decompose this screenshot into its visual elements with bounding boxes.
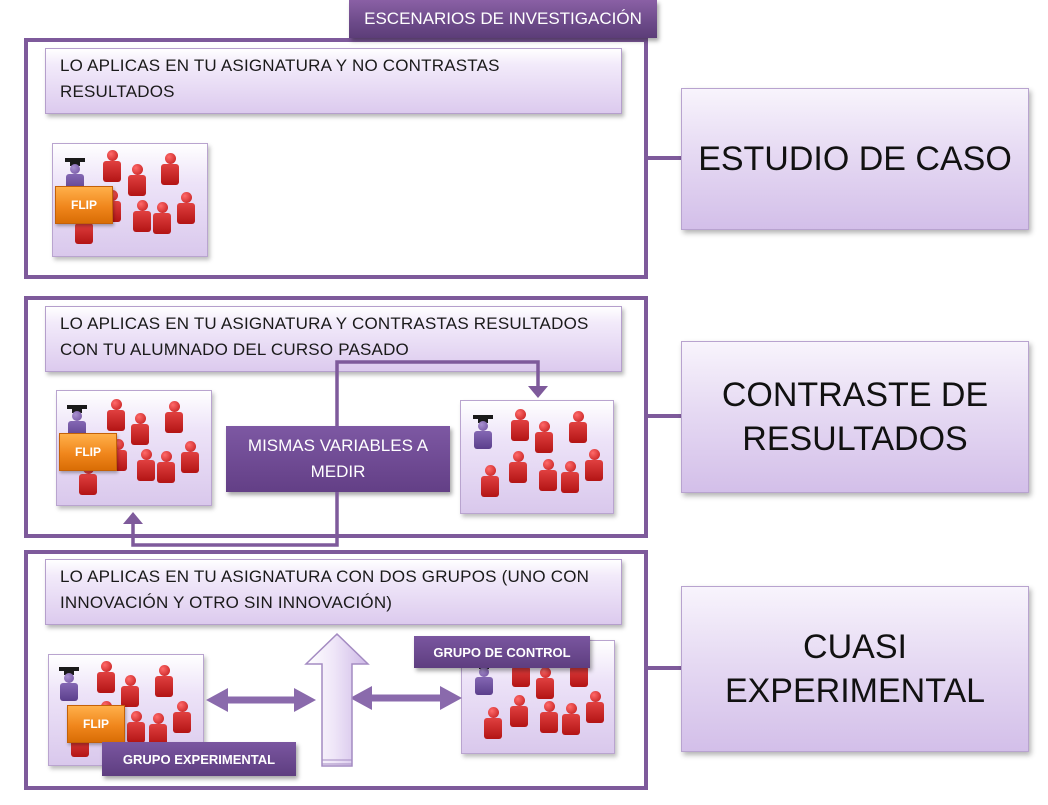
student-icon bbox=[569, 411, 587, 443]
student-icon bbox=[562, 703, 580, 735]
arrowhead-up bbox=[123, 512, 143, 524]
student-icon bbox=[149, 713, 167, 745]
student-icon bbox=[509, 451, 527, 483]
flip-badge: FLIP bbox=[55, 186, 113, 224]
student-icon bbox=[165, 401, 183, 433]
connector-line bbox=[648, 414, 681, 418]
student-icon bbox=[103, 150, 121, 182]
student-icon bbox=[127, 711, 145, 743]
label-estudio-de-caso: ESTUDIO DE CASO bbox=[681, 88, 1029, 230]
teacher-icon bbox=[473, 415, 493, 449]
student-icon bbox=[536, 667, 554, 699]
student-icon bbox=[539, 459, 557, 491]
student-icon bbox=[121, 675, 139, 707]
flip-badge: FLIP bbox=[59, 433, 117, 471]
upward-arrow-icon bbox=[304, 632, 370, 767]
student-icon bbox=[586, 691, 604, 723]
student-icon bbox=[161, 153, 179, 185]
student-icon bbox=[173, 701, 191, 733]
student-icon bbox=[540, 701, 558, 733]
student-icon bbox=[481, 465, 499, 497]
student-icon bbox=[484, 707, 502, 739]
flip-badge: FLIP bbox=[67, 705, 125, 743]
label-contraste-de-resultados: CONTRASTE DE RESULTADOS bbox=[681, 341, 1029, 493]
student-icon bbox=[137, 449, 155, 481]
student-icon bbox=[585, 449, 603, 481]
student-icon bbox=[181, 441, 199, 473]
arrowhead-down bbox=[528, 386, 548, 398]
double-arrow-right bbox=[350, 686, 462, 710]
control-group-tag: GRUPO DE CONTROL bbox=[414, 636, 590, 668]
student-icon bbox=[510, 695, 528, 727]
student-icon bbox=[155, 665, 173, 697]
student-icon bbox=[131, 413, 149, 445]
case-study-description: LO APLICAS EN TU ASIGNATURA Y NO CONTRAS… bbox=[45, 48, 622, 114]
experimental-group-tag: GRUPO EXPERIMENTAL bbox=[102, 742, 296, 776]
student-icon bbox=[128, 164, 146, 196]
student-icon bbox=[153, 202, 171, 234]
student-icon bbox=[561, 461, 579, 493]
student-icon bbox=[157, 451, 175, 483]
classroom-previous-course bbox=[460, 400, 614, 514]
student-icon bbox=[511, 409, 529, 441]
student-icon bbox=[133, 200, 151, 232]
classroom-flip: FLIP bbox=[56, 390, 212, 506]
connector-line bbox=[648, 666, 681, 670]
label-cuasi-experimental: CUASI EXPERIMENTAL bbox=[681, 586, 1029, 752]
quasi-experimental-description: LO APLICAS EN TU ASIGNATURA CON DOS GRUP… bbox=[45, 559, 622, 625]
same-variables-note: MISMAS VARIABLES A MEDIR bbox=[226, 426, 450, 492]
diagram-title: ESCENARIOS DE INVESTIGACIÓN bbox=[349, 0, 657, 38]
contrast-description: LO APLICAS EN TU ASIGNATURA Y CONTRASTAS… bbox=[45, 306, 622, 372]
classroom-flip: FLIP bbox=[52, 143, 208, 257]
student-icon bbox=[535, 421, 553, 453]
teacher-icon bbox=[59, 667, 79, 701]
comparison-arrow bbox=[131, 360, 540, 547]
student-icon bbox=[177, 192, 195, 224]
student-icon bbox=[97, 661, 115, 693]
double-arrow-left bbox=[206, 688, 316, 712]
connector-line bbox=[648, 156, 681, 160]
student-icon bbox=[107, 399, 125, 431]
